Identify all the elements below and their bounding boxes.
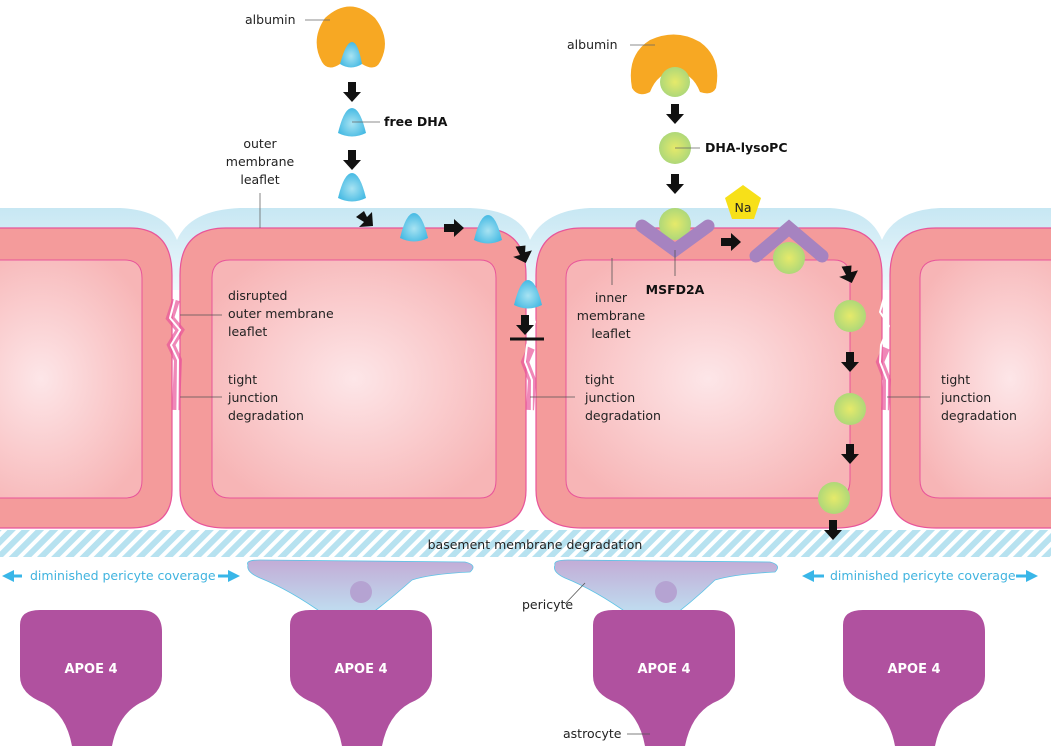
disrupted-leaflet-label-3: leaflet [228, 324, 267, 339]
pericyte-coverage-right-label: diminished pericyte coverage [830, 568, 1016, 583]
msfd2a-transporter-flipped [749, 219, 829, 263]
free-dha-label: free DHA [384, 114, 448, 129]
tight-junction-1-label-1: tight [228, 372, 257, 387]
endothelial-cell-3 [535, 227, 883, 529]
disrupted-leaflet-label-1: disrupted [228, 288, 287, 303]
apoe4-label-2: APOE 4 [334, 662, 387, 677]
albumin-right [630, 34, 718, 97]
tight-junction-3-label-2: junction [940, 390, 991, 405]
inner-membrane-leaflet-label-3: leaflet [591, 326, 630, 341]
dha-lysopc-molecules [659, 132, 866, 514]
astrocyte-3 [593, 610, 735, 746]
astrocyte-4 [843, 610, 985, 746]
outer-membrane-leaflet-label-3: leaflet [240, 172, 279, 187]
free-dha-molecules [338, 108, 542, 309]
apoe4-label-1: APOE 4 [64, 662, 117, 677]
endothelial-cell-4 [889, 227, 1051, 529]
tight-junction-3-label-3: degradation [941, 408, 1017, 423]
outer-membrane-leaflet-label-2: membrane [226, 154, 295, 169]
pericyte-1 [247, 559, 474, 624]
dha-lysopc-label: DHA-lysoPC [705, 140, 788, 155]
basement-membrane [0, 530, 1051, 557]
inner-membrane-leaflet-label-2: membrane [577, 308, 646, 323]
arrows-left [343, 82, 534, 335]
msfd2a-label: MSFD2A [646, 282, 705, 297]
tight-junction-2-label-1: tight [585, 372, 614, 387]
astrocytes [20, 610, 985, 746]
endothelial-cell-1 [0, 227, 173, 529]
endothelial-cell-2 [179, 227, 527, 529]
pericyte-coverage-left-label: diminished pericyte coverage [30, 568, 216, 583]
astrocyte-2 [290, 610, 432, 746]
pericyte-2 [554, 559, 778, 624]
basement-membrane-label: basement membrane degradation [428, 537, 643, 552]
tight-junction-3 [875, 289, 892, 531]
tight-junction-3-label-1: tight [941, 372, 970, 387]
outer-membrane-leaflet-label-1: outer [243, 136, 277, 151]
tight-junction-2-label-3: degradation [585, 408, 661, 423]
albumin-left-label: albumin [245, 12, 296, 27]
astrocyte-label: astrocyte [563, 726, 622, 741]
arrows-right [666, 104, 859, 540]
sodium-ion [725, 185, 761, 219]
pericyte-label: pericyte [522, 597, 573, 612]
inner-membrane-leaflet-label-1: inner [595, 290, 628, 305]
sodium-label: Na [734, 200, 751, 215]
tight-junction-1 [165, 294, 185, 531]
albumin-left [316, 6, 385, 68]
albumin-right-label: albumin [567, 37, 618, 52]
disrupted-leaflet-label-2: outer membrane [228, 306, 334, 321]
apoe4-label-3: APOE 4 [637, 662, 690, 677]
astrocyte-1 [20, 610, 162, 746]
tight-junction-2-label-2: junction [584, 390, 635, 405]
tight-junction-1-label-2: junction [227, 390, 278, 405]
apoe4-label-4: APOE 4 [887, 662, 940, 677]
tight-junction-1-label-3: degradation [228, 408, 304, 423]
